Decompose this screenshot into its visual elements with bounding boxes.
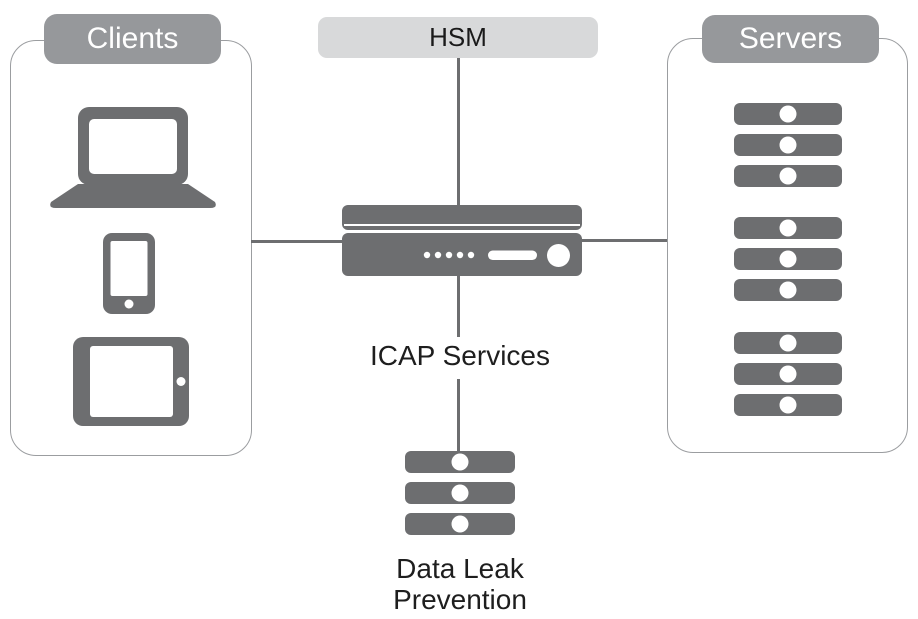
dlp-label-line1: Data Leak	[396, 553, 524, 584]
laptop-icon	[50, 107, 216, 208]
hsm-label: HSM	[429, 22, 487, 52]
dlp-label: Data Leak Prevention	[330, 553, 590, 615]
icap-dlp-link	[457, 379, 460, 452]
dlp-label-line2: Prevention	[393, 584, 527, 615]
servers-band: Servers	[702, 15, 879, 63]
servers-label: Servers	[738, 22, 843, 55]
hsm-appliance-link	[457, 58, 460, 206]
appliance-display-slot	[488, 250, 537, 260]
clients-appliance-link	[251, 240, 343, 243]
server-stack-icon-1	[734, 103, 842, 187]
server-stack-icon-3	[734, 332, 842, 416]
smartphone-icon	[103, 233, 155, 314]
appliance-led-dots	[423, 251, 475, 259]
dlp-server-stack-icon	[405, 451, 515, 535]
server-stack-icon-2	[734, 217, 842, 301]
appliance-icon	[342, 205, 582, 276]
icap-services-label: ICAP Services	[370, 340, 550, 371]
appliance-power-button	[547, 244, 570, 267]
hsm-band: HSM	[318, 17, 598, 58]
clients-label: Clients	[86, 22, 179, 55]
tablet-icon	[73, 337, 189, 426]
appliance-icap-link	[457, 276, 460, 337]
appliance-servers-link	[581, 239, 668, 242]
clients-band: Clients	[44, 14, 221, 64]
